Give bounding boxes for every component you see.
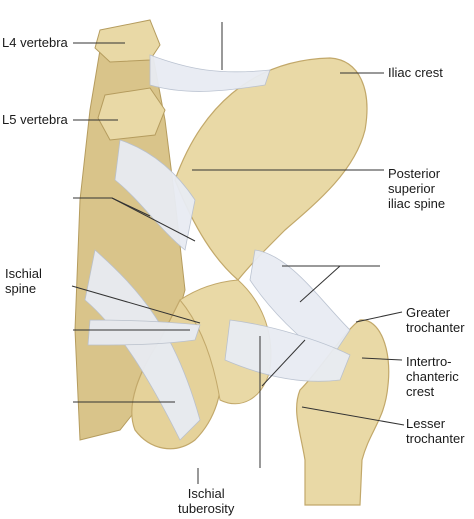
- leader-lesser-troch: [301, 406, 405, 426]
- label-iliac-crest: Iliac crest: [388, 65, 443, 80]
- leader-right-mid-b: [299, 265, 341, 303]
- leader-center-diag: [261, 339, 306, 387]
- label-ischial-spine: Ischial spine: [5, 266, 42, 296]
- leader-ischial-spine: [71, 285, 201, 324]
- label-intertrochanteric-crest: Intertro- chanteric crest: [406, 354, 459, 399]
- leader-intertroch: [361, 357, 403, 361]
- leader-left-1b: [111, 197, 196, 242]
- label-ischial-tuberosity: Ischial tuberosity: [178, 486, 235, 516]
- label-posterior-superior-iliac-spine: Posterior superior iliac spine: [388, 166, 446, 211]
- label-greater-trochanter: Greater trochanter: [406, 305, 465, 335]
- label-l5-vertebra: L5 vertebra: [2, 112, 68, 127]
- label-l4-vertebra: L4 vertebra: [2, 35, 68, 50]
- ligaments: [84, 54, 351, 441]
- l5-vertebra: [97, 87, 166, 141]
- sacrospinous-ligament: [87, 319, 201, 346]
- sacroiliac-ligaments: [114, 139, 196, 251]
- iliofemoral-ligament: [249, 249, 351, 361]
- leader-greater-troch: [355, 311, 403, 323]
- iliolumbar-ligament: [149, 54, 271, 92]
- leader-lines: [71, 22, 405, 484]
- label-lesser-trochanter: Lesser trochanter: [406, 416, 465, 446]
- ischiofemoral-ligament: [224, 319, 351, 382]
